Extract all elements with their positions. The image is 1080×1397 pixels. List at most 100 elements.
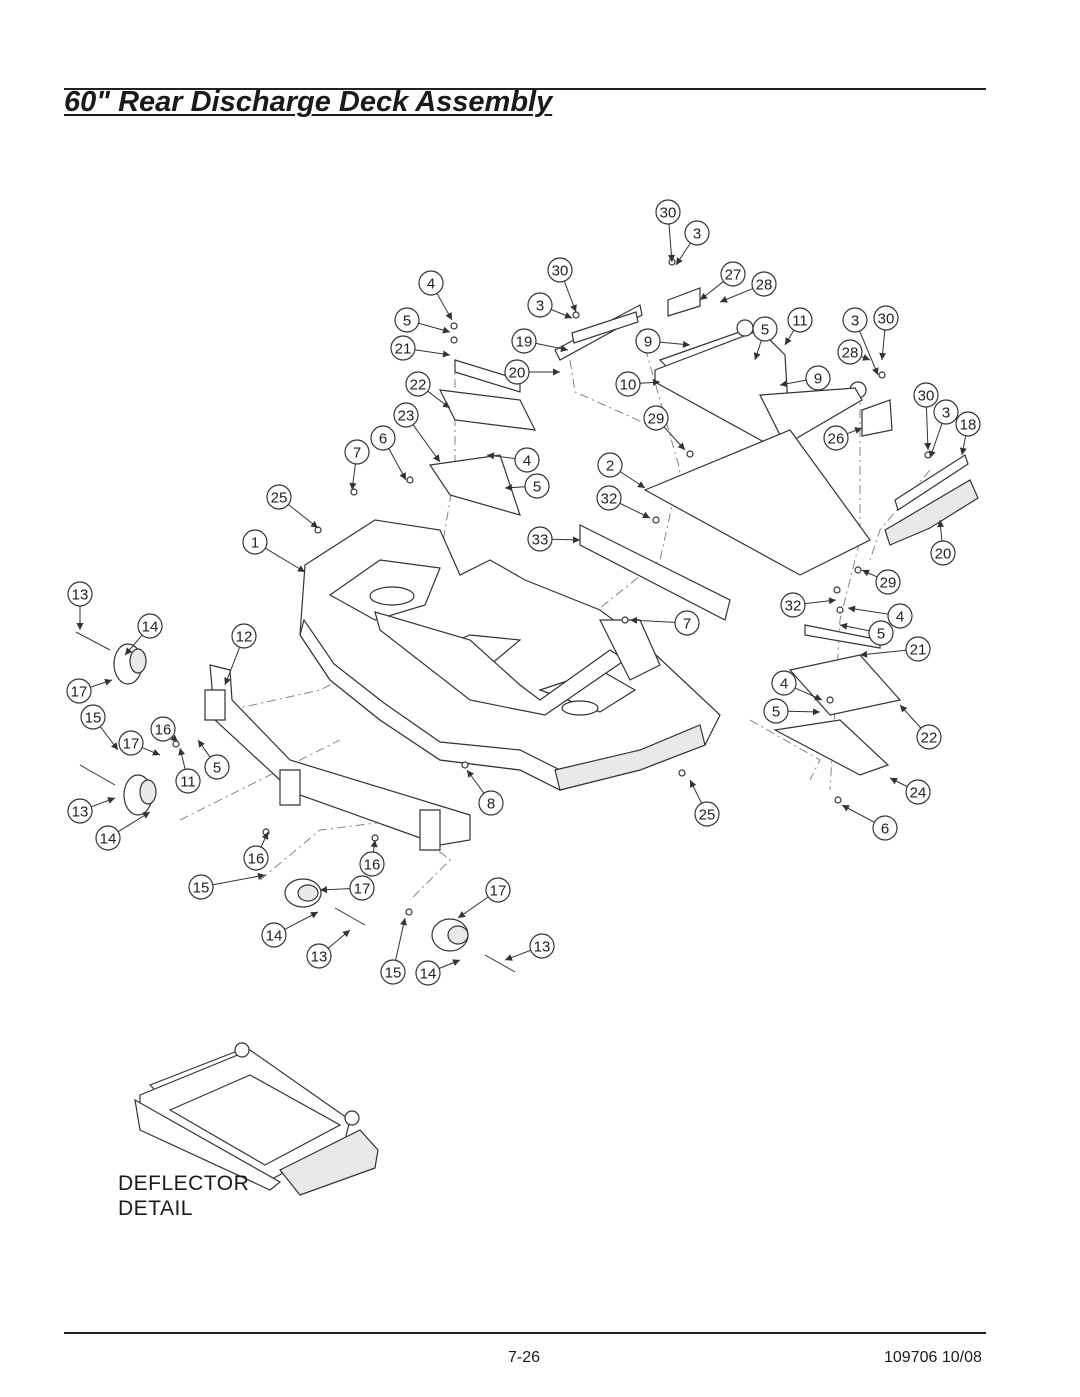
callout-arrowhead xyxy=(572,536,580,544)
callout-number: 4 xyxy=(780,676,788,693)
callout-circle xyxy=(188,874,214,900)
detail-label-line1: DEFLECTOR xyxy=(118,1172,250,1195)
callout-number: 3 xyxy=(851,313,859,330)
callout-number: 29 xyxy=(648,411,665,428)
callout-number: 4 xyxy=(896,609,904,626)
callout-circle xyxy=(635,328,661,354)
callout-number: 28 xyxy=(842,345,859,362)
callout-number: 13 xyxy=(72,804,89,821)
callout-number: 4 xyxy=(427,276,435,293)
callout-circle xyxy=(359,851,385,877)
callout-arrowhead xyxy=(487,452,495,460)
callout-number: 30 xyxy=(918,388,935,405)
callout-circle xyxy=(527,526,553,552)
fasteners xyxy=(172,258,932,916)
callout-arrowhead xyxy=(224,677,231,685)
callout-number: 11 xyxy=(792,313,808,330)
callout-arrowhead xyxy=(349,482,357,490)
callout-number: 6 xyxy=(881,821,889,838)
callout-circle xyxy=(394,307,420,333)
deflector-detail-illustration xyxy=(134,1042,379,1196)
callout-leader-line xyxy=(859,649,907,656)
callout-leader-line xyxy=(859,330,879,376)
callout-arrowhead xyxy=(257,872,265,880)
callout-arrowhead xyxy=(342,930,350,938)
callout-number: 22 xyxy=(410,377,427,394)
callout-number: 9 xyxy=(814,371,822,388)
callout-arrowhead xyxy=(872,367,879,375)
callout-circle xyxy=(415,960,441,986)
callout-number: 14 xyxy=(266,928,283,945)
callout-number: 14 xyxy=(420,966,437,983)
callout-arrowhead xyxy=(433,454,440,462)
callout-arrowhead xyxy=(667,254,675,262)
callout-number: 19 xyxy=(516,334,533,351)
callout-circle xyxy=(511,328,537,354)
callout-arrowhead xyxy=(553,368,560,376)
callout-arrowhead xyxy=(452,959,460,966)
callout-circle xyxy=(306,943,332,969)
callout-circle xyxy=(243,845,269,871)
callout-number: 21 xyxy=(395,341,412,358)
callout-arrowhead xyxy=(370,840,378,848)
callout-circle xyxy=(137,613,163,639)
callout-arrowhead xyxy=(780,380,788,388)
callout-arrowhead xyxy=(637,481,645,488)
callout-number: 16 xyxy=(248,851,265,868)
callout-circle xyxy=(504,359,530,385)
callout-arrowhead xyxy=(467,770,474,778)
callout-circle xyxy=(67,798,93,824)
callout-circle xyxy=(752,316,778,342)
callout-arrowhead xyxy=(854,427,862,434)
callout-number: 13 xyxy=(534,939,551,956)
callout-arrowhead xyxy=(142,812,150,819)
callout-circle xyxy=(837,339,863,365)
callout-arrowhead xyxy=(178,748,186,756)
callout-arrowhead xyxy=(862,569,870,577)
callout-circle xyxy=(930,540,956,566)
callout-arrowhead xyxy=(828,597,836,605)
callout-number: 21 xyxy=(910,642,927,659)
callout-circle xyxy=(370,425,396,451)
callout-circle xyxy=(478,790,504,816)
callout-circle xyxy=(955,411,981,437)
callout-arrowhead xyxy=(442,326,450,334)
callout-arrowhead xyxy=(564,312,572,319)
callout-arrowhead xyxy=(442,401,450,408)
callout-arrowhead xyxy=(399,472,406,480)
callout-arrowhead xyxy=(505,954,513,961)
callout-circle xyxy=(67,581,93,607)
callout-arrowhead xyxy=(170,734,178,742)
callout-number: 28 xyxy=(756,277,773,294)
callout-arrowhead xyxy=(785,337,792,345)
callout-number: 2 xyxy=(606,458,614,475)
callout-circle xyxy=(694,801,720,827)
callout-number: 32 xyxy=(785,598,802,615)
callout-arrowhead xyxy=(104,678,112,686)
callout-arrowhead xyxy=(753,352,761,360)
callout-arrowhead xyxy=(570,304,577,312)
callout-circle xyxy=(524,473,550,499)
callout-number: 18 xyxy=(960,417,977,434)
callout-arrowhead xyxy=(928,450,936,458)
callout-arrowhead xyxy=(458,911,466,918)
callout-number: 25 xyxy=(699,807,716,824)
callout-circle xyxy=(875,569,901,595)
callout-number: 26 xyxy=(828,431,845,448)
callout-arrowhead xyxy=(320,886,328,894)
callout-circle xyxy=(615,371,641,397)
callout-circle xyxy=(842,307,868,333)
callout-circle xyxy=(684,220,710,246)
callout-number: 5 xyxy=(213,760,221,777)
deck-housing xyxy=(299,519,721,791)
callout-arrowhead xyxy=(879,352,887,360)
callout-arrowhead xyxy=(842,805,850,812)
callout-leader-line xyxy=(395,917,406,961)
callout-arrowhead xyxy=(900,705,908,713)
callout-arrowhead xyxy=(110,742,118,750)
callout-number: 16 xyxy=(364,857,381,874)
callout-number: 17 xyxy=(71,684,88,701)
callout-number: 5 xyxy=(403,313,411,330)
